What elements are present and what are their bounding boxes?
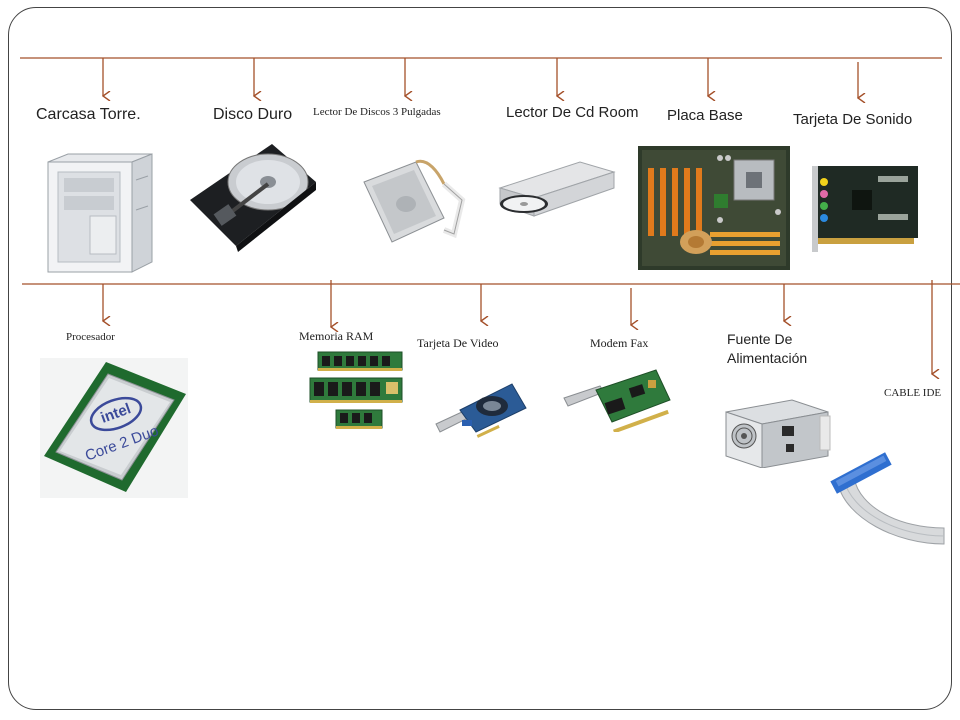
timeline-top-arrows <box>103 58 858 98</box>
modem-fax-card-picture <box>563 369 671 432</box>
hard-disk-picture <box>190 144 316 252</box>
tower-case-picture <box>47 153 153 273</box>
label-procesador: Procesador <box>66 331 115 343</box>
timeline-bottom-arrows <box>103 280 932 374</box>
label-modem-fax: Modem Fax <box>590 336 649 350</box>
label-memoria-ram: Memoria RAM <box>299 329 374 343</box>
sound-card-picture <box>808 160 924 258</box>
processor-picture: intel Core 2 Duo <box>40 358 188 498</box>
motherboard-picture <box>638 146 790 270</box>
floppy-drive-picture <box>363 159 466 243</box>
label-lector-cd: Lector De Cd Room <box>506 104 639 121</box>
power-supply-picture <box>725 399 831 468</box>
ram-modules-picture <box>309 351 403 429</box>
label-carcasa-torre: Carcasa Torre. <box>36 106 141 123</box>
slide-frame <box>8 7 952 710</box>
label-cable-ide: CABLE IDE <box>884 387 942 399</box>
label-tarjeta-sonido: Tarjeta De Sonido <box>793 111 913 128</box>
label-placa-base: Placa Base <box>667 107 743 124</box>
label-tarjeta-video: Tarjeta De Video <box>417 336 499 350</box>
label-disco-duro: Disco Duro <box>213 106 293 123</box>
label-fuente-alimentacion: Fuente De Alimentación <box>727 331 808 366</box>
video-card-picture <box>435 383 527 438</box>
cd-drive-picture <box>498 161 616 217</box>
label-lector-discos: Lector De Discos 3 Pulgadas <box>313 106 441 118</box>
ide-cable-picture <box>830 452 945 545</box>
